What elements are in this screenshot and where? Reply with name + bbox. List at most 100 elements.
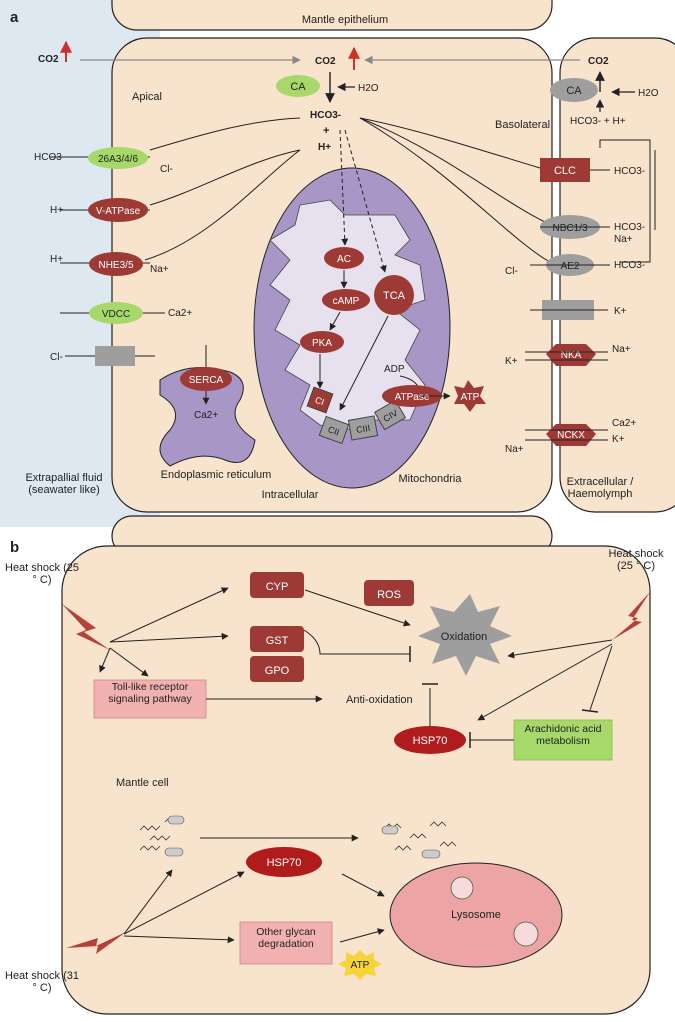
svg-text:HCO3-: HCO3- — [614, 222, 645, 233]
co2-left: CO2 — [38, 54, 59, 65]
svg-text:HCO3-: HCO3- — [614, 260, 645, 271]
serca — [180, 367, 232, 391]
svg-text:CYP: CYP — [266, 581, 289, 593]
heat-right-label: Heat shock (25 ° C) — [608, 548, 663, 572]
svg-text:ROS: ROS — [377, 589, 401, 601]
svg-text:+: + — [323, 125, 329, 137]
ca-center — [276, 75, 320, 97]
ca-right — [550, 78, 598, 102]
glycan-box — [239, 921, 333, 965]
cyp — [250, 572, 304, 598]
svg-text:H+: H+ — [50, 254, 63, 265]
lightning-bottom-icon — [66, 932, 126, 954]
svg-text:Ca2+: Ca2+ — [168, 308, 192, 319]
oxidation-burst — [418, 594, 512, 676]
adp-label: ADP — [384, 364, 405, 375]
node-camp — [322, 289, 370, 311]
svg-text:HCO3- + H+: HCO3- + H+ — [570, 116, 626, 127]
extracellular-label: Extracellular / Haemolymph — [567, 476, 634, 500]
svg-text:K+: K+ — [612, 434, 625, 445]
svg-text:Ca2+: Ca2+ — [194, 410, 218, 421]
svg-text:CII: CII — [327, 424, 341, 437]
svg-text:ATP: ATP — [351, 960, 370, 971]
svg-text:CLC: CLC — [554, 165, 576, 177]
hsp70-bottom — [246, 847, 322, 877]
svg-text:cAMP: cAMP — [333, 296, 360, 307]
svg-text:HCO3-: HCO3- — [34, 152, 65, 163]
svg-text:AC: AC — [337, 254, 351, 265]
svg-text:Na+: Na+ — [150, 264, 169, 275]
panel-a: a Mantle epithelium CO2 CO2 CO2 CA H2O H… — [0, 0, 675, 557]
mantle-epithelium-label: Mantle epithelium — [302, 14, 388, 26]
svg-text:Basolateral: Basolateral — [495, 119, 550, 131]
transporter-cl-channel — [95, 346, 135, 366]
svg-text:ATP: ATP — [461, 392, 480, 403]
atp-star — [454, 380, 486, 412]
top-cell — [111, 0, 553, 31]
svg-text:HCO3-: HCO3- — [614, 166, 645, 177]
complex-civ — [373, 399, 407, 431]
lightning-left-icon — [62, 604, 110, 650]
hsp70-top — [394, 726, 466, 754]
svg-text:H2O: H2O — [358, 83, 379, 94]
svg-text:Cl-: Cl- — [505, 266, 518, 277]
svg-text:TCA: TCA — [383, 290, 406, 302]
svg-text:Oxidation: Oxidation — [441, 631, 487, 643]
svg-text:CA: CA — [566, 85, 582, 97]
svg-text:NBC1/3: NBC1/3 — [552, 223, 587, 234]
svg-text:H2O: H2O — [638, 88, 659, 99]
svg-text:Na+: Na+ — [614, 234, 633, 245]
complex-ciii — [347, 415, 379, 441]
svg-text:NCKX: NCKX — [557, 430, 585, 441]
panel-a-label: a — [10, 9, 19, 26]
ros — [364, 580, 414, 606]
transporter-vdcc: VDCC — [102, 309, 130, 320]
svg-text:PKA: PKA — [312, 338, 332, 349]
anti-oxidation-label: Anti-oxidation — [346, 694, 413, 706]
mitochondria: AC cAMP PKA TCA CI CII CIII CIV ADP ATPa… — [253, 129, 486, 489]
arachidonic-box — [513, 719, 613, 761]
svg-text:SERCA: SERCA — [189, 375, 224, 386]
panel-b-label: b — [10, 539, 19, 556]
svg-text:NKA: NKA — [561, 350, 582, 361]
svg-text:HSP70: HSP70 — [267, 857, 302, 869]
svg-text:CA: CA — [290, 81, 306, 93]
svg-text:ATPase: ATPase — [395, 392, 430, 403]
svg-text:Na+: Na+ — [505, 444, 524, 455]
svg-text:CIII: CIII — [355, 423, 371, 435]
endoplasmic-reticulum: SERCA Ca2+ Endoplasmic reticulum — [159, 345, 272, 481]
svg-text:Na+: Na+ — [612, 344, 631, 355]
co2-right: CO2 — [588, 56, 609, 67]
lightning-right-icon — [612, 592, 650, 640]
mantle-cell-label: Mantle cell — [116, 777, 169, 789]
er-label: Endoplasmic reticulum — [161, 469, 272, 481]
left-transporters: 26A3/4/6 HCO3- Cl- V-ATPase H+ NHE3/5 H+… — [34, 147, 192, 366]
unfolded-proteins — [139, 817, 457, 851]
svg-text:Ca2+: Ca2+ — [612, 418, 636, 429]
svg-text:AE2: AE2 — [561, 261, 580, 272]
right-transporters: CLC HCO3- NBC1/3 HCO3- Na+ AE2 Cl- HCO3-… — [505, 158, 645, 455]
extrapallial-label: Extrapallial fluid (seawater like) — [25, 472, 102, 496]
gpo — [250, 656, 304, 682]
node-pka — [300, 331, 344, 353]
h-center: H+ — [318, 142, 331, 153]
svg-text:Lysosome: Lysosome — [451, 909, 501, 921]
svg-text:GPO: GPO — [265, 665, 290, 677]
svg-text:Apical: Apical — [132, 91, 162, 103]
svg-text:Cl-: Cl- — [160, 164, 173, 175]
heat-left-label: Heat shock (25 ° C) — [5, 562, 79, 586]
svg-text:CI: CI — [314, 395, 326, 407]
panel-b: b Heat shock (25 ° C) CYP ROS GST GPO Ox… — [5, 539, 664, 1015]
svg-text:Intracellular: Intracellular — [262, 489, 319, 501]
transporter-26a3: 26A3/4/6 — [98, 154, 138, 165]
transporter-vatpase: V-ATPase — [96, 206, 141, 217]
atp-badge — [338, 950, 382, 980]
hco3-center: HCO3- — [310, 110, 341, 121]
heat-bottom-label: Heat shock (31 ° C) — [5, 970, 79, 994]
svg-text:Cl-: Cl- — [50, 352, 63, 363]
svg-text:GST: GST — [266, 635, 289, 647]
gst — [250, 626, 304, 652]
transporter-nhe: NHE3/5 — [98, 260, 133, 271]
svg-text:H+: H+ — [50, 205, 63, 216]
